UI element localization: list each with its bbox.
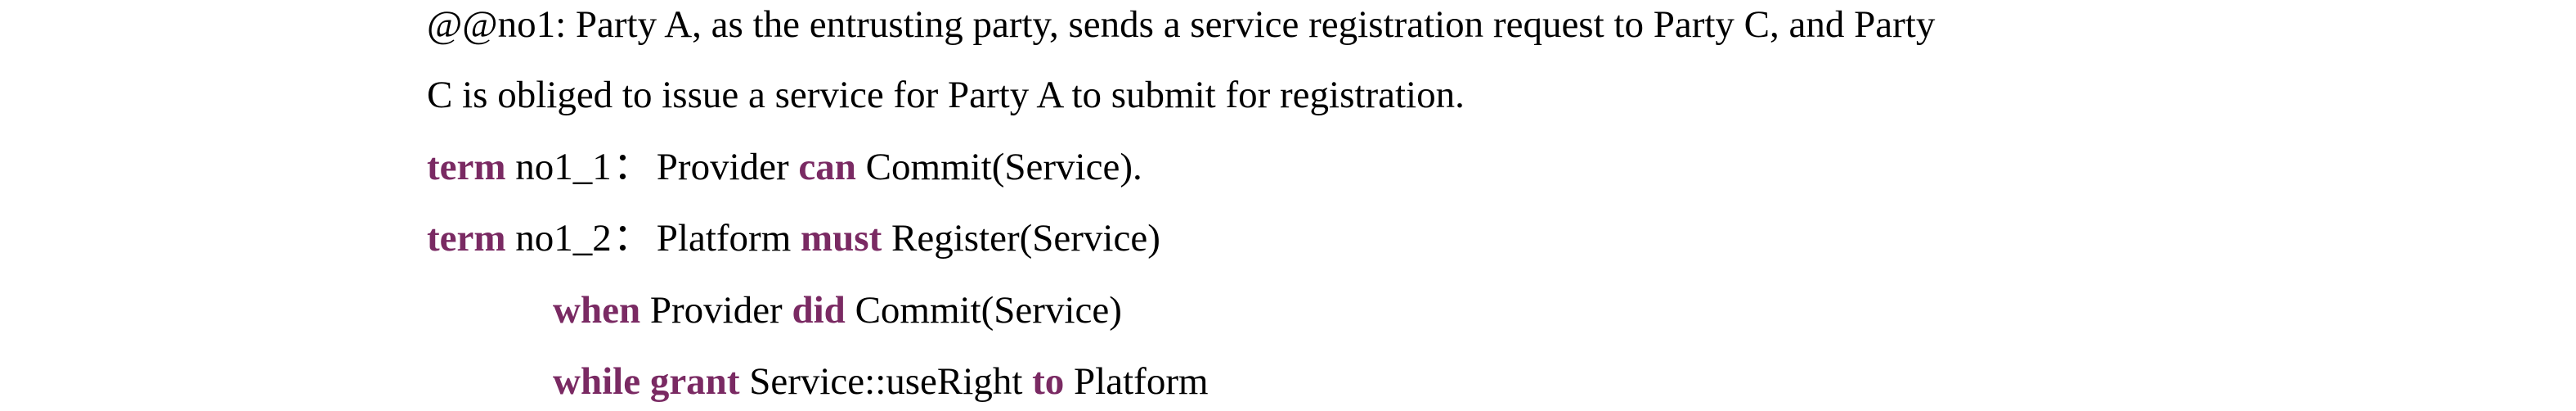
term-no1-1: term no1_1：Provider can Commit(Service).: [427, 142, 1142, 192]
grant-target: Platform: [1074, 360, 1209, 403]
term-actor: Platform: [656, 217, 792, 260]
keyword-when: when: [553, 289, 641, 332]
term-id: no1_2: [515, 217, 612, 260]
term-separator: ：: [613, 217, 652, 260]
keyword-can: can: [798, 146, 856, 188]
term-separator: ：: [613, 146, 652, 188]
clause-text-line-1: @@no1: Party A, as the entrusting party,…: [427, 3, 1936, 46]
keyword-to: to: [1032, 360, 1065, 403]
term-actor: Provider: [656, 146, 789, 188]
term-action: Commit(Service).: [865, 146, 1142, 188]
condition-actor: Provider: [649, 289, 783, 332]
term-id: no1_1: [515, 146, 612, 188]
keyword-term: term: [427, 146, 506, 188]
while-grant-clause: while grant Service::useRight to Platfor…: [553, 357, 1209, 406]
term-no1-2: term no1_2：Platform must Register(Servic…: [427, 214, 1160, 263]
clause-text-line-2: C is obliged to issue a service for Part…: [427, 74, 1465, 116]
keyword-did: did: [792, 289, 846, 332]
when-condition: when Provider did Commit(Service): [553, 286, 1122, 335]
keyword-must: must: [801, 217, 882, 260]
condition-action: Commit(Service): [855, 289, 1122, 332]
keyword-grant: grant: [649, 360, 740, 403]
keyword-while: while: [553, 360, 641, 403]
grant-right: Service::useRight: [749, 360, 1023, 403]
term-action: Register(Service): [891, 217, 1160, 260]
keyword-term: term: [427, 217, 506, 260]
